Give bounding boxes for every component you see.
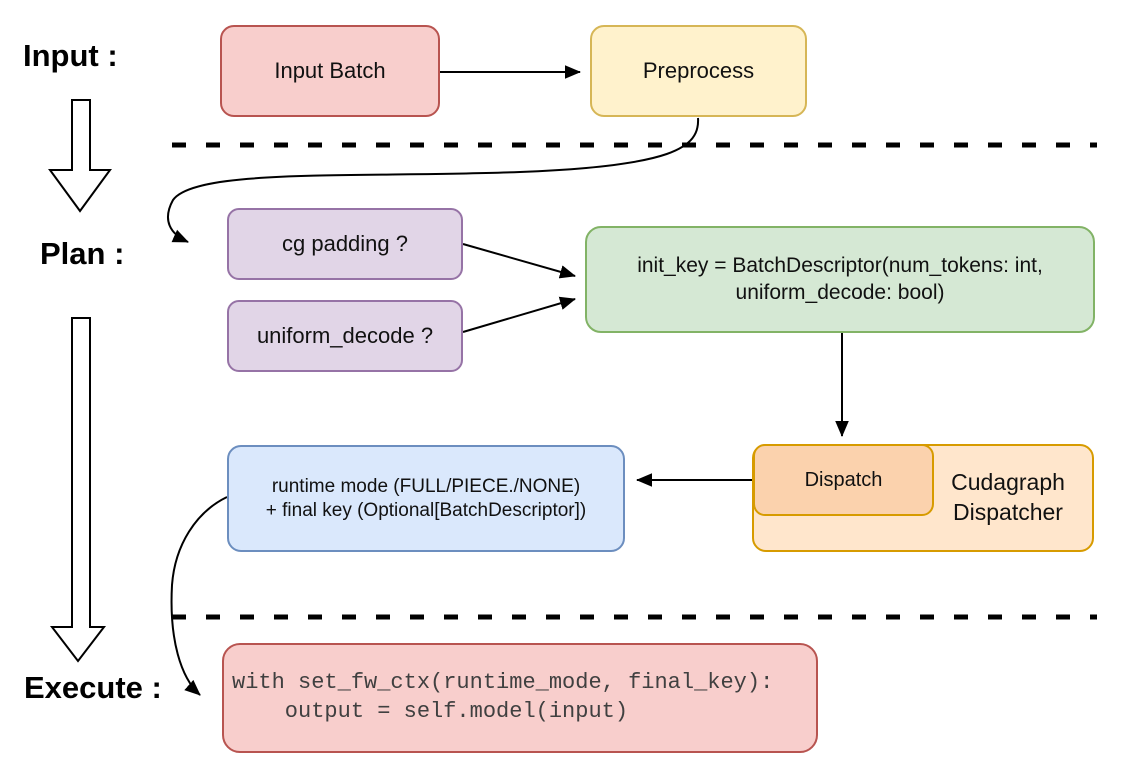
- runtime-mode-line1: runtime mode (FULL/PIECE./NONE): [271, 475, 581, 497]
- dispatch-label: Dispatch: [804, 468, 883, 491]
- uniform-decode-label: uniform_decode ?: [256, 323, 434, 349]
- init-key-line2: uniform_decode: bool): [735, 280, 945, 304]
- edge-runtime-mode-to-execute: [170, 496, 228, 696]
- execute-code-line1: with set_fw_ctx(runtime_mode, final_key)…: [232, 670, 774, 696]
- section-label-execute: Execute :: [24, 670, 162, 705]
- runtime-mode-node: runtime mode (FULL/PIECE./NONE) + final …: [227, 445, 625, 552]
- preprocess-node: Preprocess: [590, 25, 807, 117]
- cg-padding-label: cg padding ?: [282, 231, 408, 257]
- uniform-decode-node: uniform_decode ?: [227, 300, 463, 372]
- edge-cg-padding-to-init-key: [462, 243, 576, 279]
- runtime-mode-line2: + final key (Optional[BatchDescriptor]): [265, 499, 587, 521]
- big-arrow-plan-to-execute-icon: [49, 317, 107, 663]
- section-label-plan: Plan :: [40, 236, 125, 271]
- cudagraph-line1: Cudagraph: [951, 469, 1065, 496]
- input-batch-label: Input Batch: [274, 58, 386, 84]
- preprocess-label: Preprocess: [642, 58, 755, 84]
- cudagraph-line2: Dispatcher: [953, 499, 1063, 525]
- execute-code-line2: output = self.model(input): [232, 699, 629, 724]
- dispatch-node: Dispatch: [753, 444, 934, 516]
- init-key-line1: init_key = BatchDescriptor(num_tokens: i…: [637, 254, 1043, 278]
- section-label-input: Input :: [23, 38, 118, 73]
- cudagraph-dispatcher-text: Cudagraph Dispatcher: [924, 468, 1092, 528]
- input-batch-node: Input Batch: [220, 25, 440, 117]
- init-key-node: init_key = BatchDescriptor(num_tokens: i…: [585, 226, 1095, 333]
- cg-padding-node: cg padding ?: [227, 208, 463, 280]
- big-arrow-input-to-plan-icon: [48, 99, 112, 213]
- edge-preprocess-to-plan: [167, 117, 700, 243]
- edge-uniform-decode-to-init-key: [462, 296, 576, 333]
- execute-code-node: with set_fw_ctx(runtime_mode, final_key)…: [222, 643, 818, 753]
